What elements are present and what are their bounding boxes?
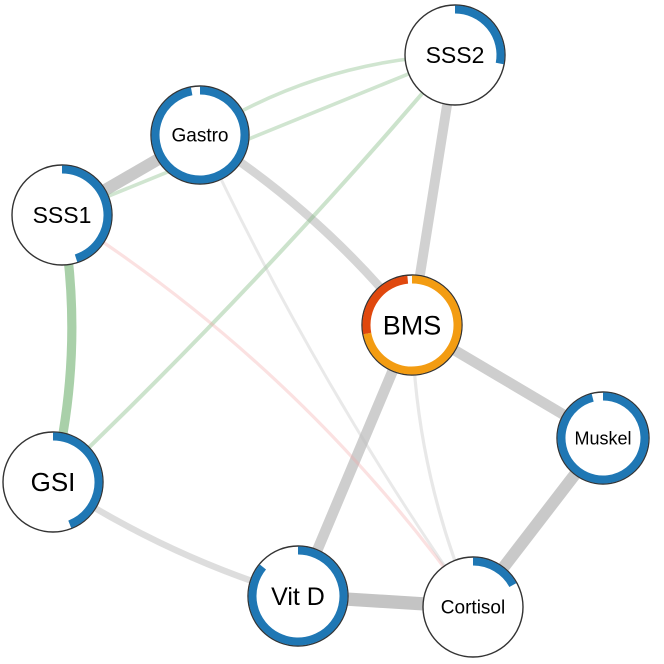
node-gastro[interactable]: Gastro — [150, 85, 250, 185]
node-label-sss1: SSS1 — [33, 202, 92, 228]
node-cortisol[interactable]: Cortisol — [422, 556, 524, 658]
node-ring-primary-bms — [363, 275, 462, 375]
node-ring-vitd — [248, 546, 348, 646]
node-circle-vitd — [247, 545, 349, 647]
node-sss2[interactable]: SSS2 — [404, 4, 506, 106]
node-label-vitd: Vit D — [271, 583, 325, 611]
node-label-sss2: SSS2 — [426, 42, 485, 68]
node-muskel[interactable]: Muskel — [556, 391, 650, 485]
node-bms[interactable]: BMS — [361, 274, 463, 376]
edge-gsi-sss2 — [51, 53, 457, 484]
node-ring-secondary-bms — [362, 275, 409, 335]
node-label-cortisol: Cortisol — [441, 598, 505, 619]
node-label-bms: BMS — [383, 310, 442, 340]
node-circle-gsi — [2, 431, 104, 533]
edges-layer — [48, 50, 609, 614]
node-ring-sss1 — [61, 165, 112, 263]
node-sss1[interactable]: SSS1 — [11, 164, 113, 266]
node-circle-cortisol — [422, 556, 524, 658]
node-label-muskel: Muskel — [574, 428, 631, 448]
edge-sss1-sss2 — [60, 53, 457, 217]
edge-sss1-cortisol — [60, 213, 475, 609]
node-circle-muskel — [556, 391, 650, 485]
node-vitd[interactable]: Vit D — [247, 545, 349, 647]
node-circle-sss2 — [404, 4, 506, 106]
node-label-gsi: GSI — [31, 467, 76, 497]
node-ring-gsi — [52, 432, 103, 529]
node-gsi[interactable]: GSI — [2, 431, 104, 533]
node-ring-sss2 — [454, 5, 505, 65]
edge-gastro-cortisol — [198, 133, 475, 609]
node-ring-gastro — [151, 86, 249, 184]
node-circle-bms — [361, 274, 463, 376]
node-ring-muskel — [557, 392, 649, 484]
node-circle-gastro — [150, 85, 250, 185]
node-label-gastro: Gastro — [171, 126, 228, 147]
node-circle-sss1 — [11, 164, 113, 266]
node-ring-cortisol — [472, 557, 517, 588]
